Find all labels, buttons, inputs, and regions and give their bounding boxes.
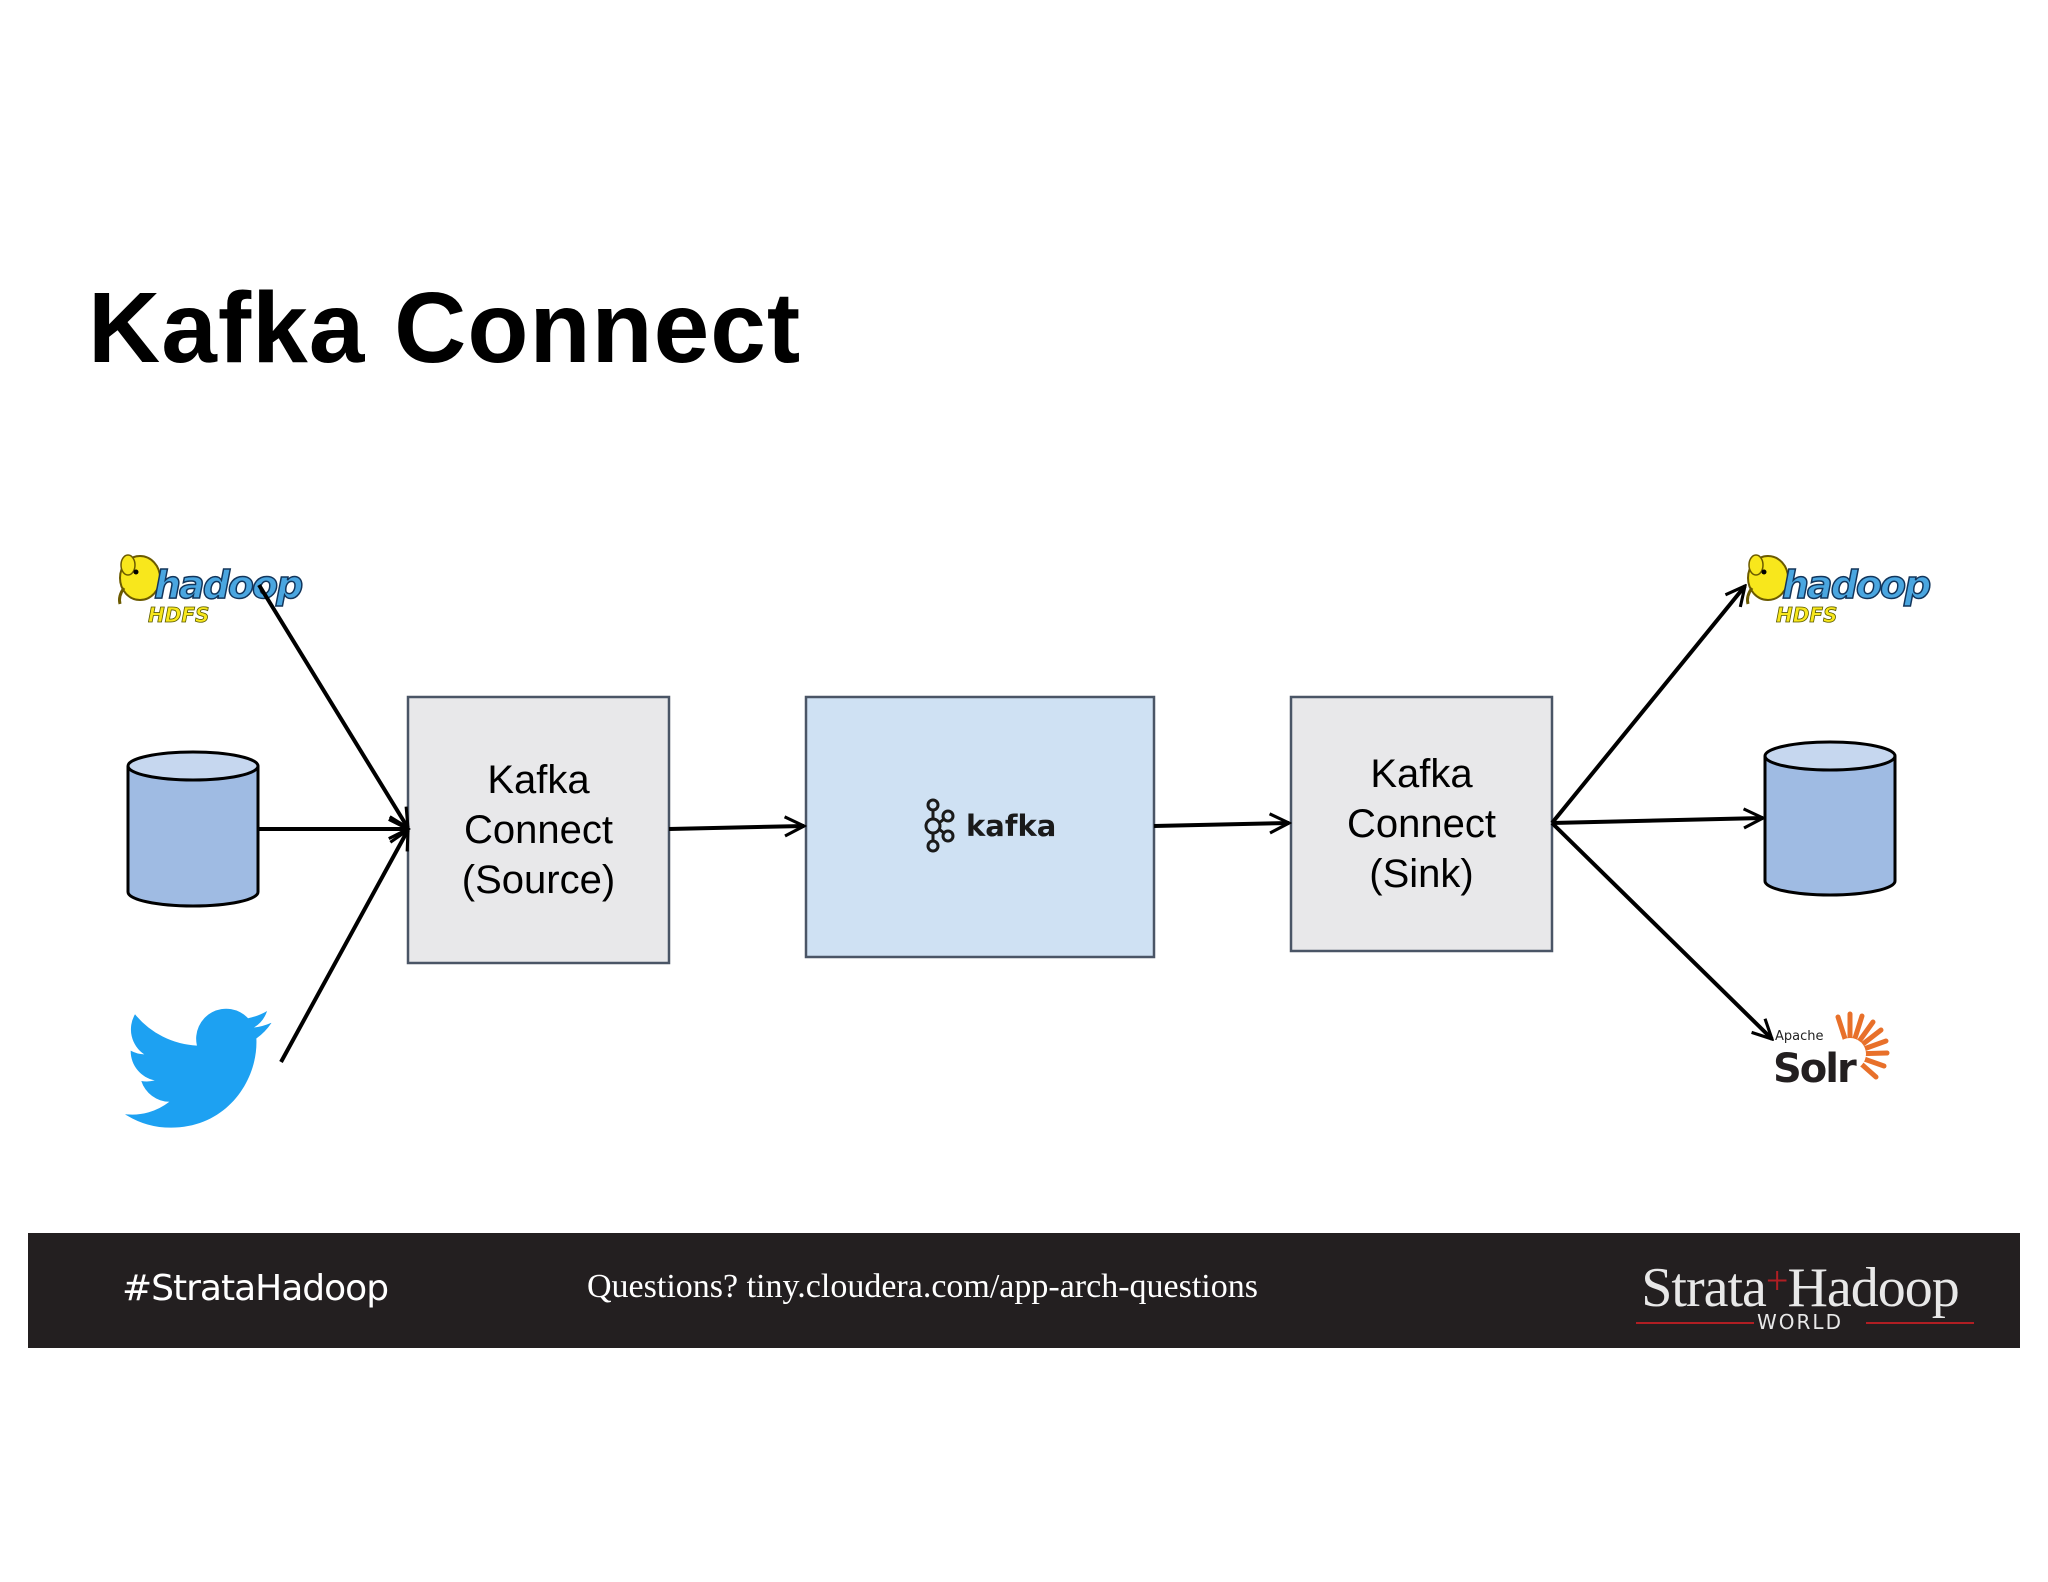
brand-subtitle: WORLD xyxy=(1757,1310,1843,1334)
footer-questions-link[interactable]: Questions? tiny.cloudera.com/app-arch-qu… xyxy=(587,1268,1258,1305)
sink-connector-line1: Kafka xyxy=(1370,752,1473,796)
kafka-logo-label: kafka xyxy=(966,809,1056,843)
solr-logo-icon: Apache Solr xyxy=(1773,1011,1890,1092)
source-connector-line3: (Source) xyxy=(461,858,616,902)
sink-hadoop-hdfs-icon: hadoop HDFS xyxy=(1746,554,1933,627)
arrow-sink-to-hdfs xyxy=(1550,586,1745,825)
twitter-bird-icon xyxy=(125,1008,272,1128)
brand-rule-right xyxy=(1866,1322,1974,1324)
kafka-broker-box xyxy=(804,695,1156,959)
solr-logo-text: Solr xyxy=(1773,1046,1857,1092)
strata-hadoop-world-logo: Strata+Hadoop WORLD xyxy=(1600,1251,2000,1333)
source-connector-line2: Connect xyxy=(464,808,613,852)
footer-hashtag: #StrataHadoop xyxy=(122,1268,389,1309)
slide-title: Kafka Connect xyxy=(88,272,802,384)
arrow-source-to-kafka xyxy=(668,826,804,829)
brand-plus: + xyxy=(1765,1258,1789,1303)
source-database-icon xyxy=(126,750,260,908)
source-connector-label: Kafka Connect (Source) xyxy=(408,697,669,963)
brand-rule-left xyxy=(1636,1322,1754,1324)
arrow-sink-to-solr xyxy=(1550,821,1772,1039)
source-connector-box xyxy=(406,695,671,965)
kafka-logo-icon xyxy=(924,798,955,853)
sink-hdfs-logo-subtext: HDFS xyxy=(1776,603,1837,627)
brand-wordmark: Strata+Hadoop xyxy=(1600,1251,2000,1318)
arrow-hdfs-to-source xyxy=(257,583,408,828)
arrow-sink-to-database xyxy=(1551,818,1763,823)
brand-left: Strata xyxy=(1641,1257,1767,1319)
arrow-twitter-to-source xyxy=(279,830,410,1063)
solr-apache-label: Apache xyxy=(1775,1029,1824,1044)
sink-hdfs-logo-text: hadoop xyxy=(1782,563,1930,607)
source-hadoop-hdfs-icon: hadoop HDFS xyxy=(118,554,305,627)
brand-right: Hadoop xyxy=(1787,1257,1959,1319)
hdfs-logo-subtext: HDFS xyxy=(148,603,209,627)
footer-bar: #StrataHadoop Questions? tiny.cloudera.c… xyxy=(28,1233,2020,1348)
source-connector-line1: Kafka xyxy=(487,758,590,802)
sink-connector-line3: (Sink) xyxy=(1369,852,1474,896)
sink-connector-label: Kafka Connect (Sink) xyxy=(1291,697,1552,951)
sink-connector-line2: Connect xyxy=(1347,802,1496,846)
sink-database-icon xyxy=(1763,740,1897,897)
hdfs-logo-text: hadoop xyxy=(154,563,302,607)
arrow-kafka-to-sink xyxy=(1153,823,1289,826)
sink-connector-box xyxy=(1289,695,1554,953)
